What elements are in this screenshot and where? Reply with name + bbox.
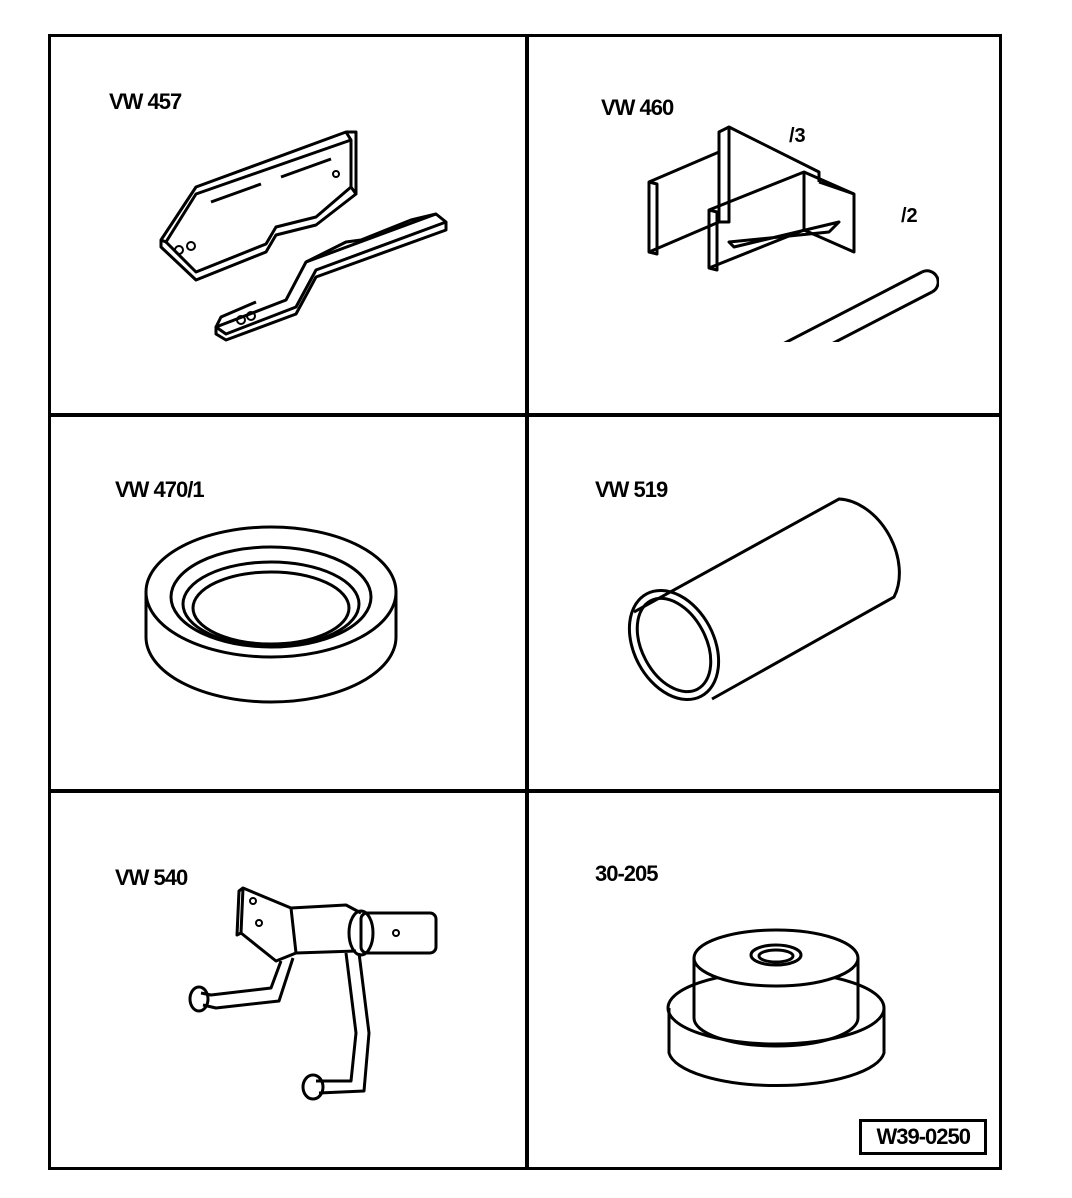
fixture-shaft-end bbox=[349, 911, 373, 955]
tool-label: VW 540 bbox=[115, 865, 188, 890]
tool-label: VW 460 bbox=[601, 95, 674, 120]
tool-label: VW 519 bbox=[595, 477, 668, 502]
rod-top bbox=[777, 272, 922, 342]
hole-icon bbox=[237, 316, 245, 324]
hole-icon bbox=[256, 920, 262, 926]
fixture-shaft bbox=[361, 913, 436, 953]
hole-icon bbox=[393, 930, 399, 936]
puller-frame-drawing bbox=[639, 122, 939, 342]
disc-base-side bbox=[669, 1008, 884, 1086]
tool-sheet: VW 457 VW 460 /3 bbox=[48, 34, 1002, 1170]
disc-bore-outer bbox=[751, 945, 801, 965]
row-divider-2 bbox=[51, 789, 999, 793]
support-fixture-drawing bbox=[181, 883, 451, 1113]
tool-label: VW 470/1 bbox=[115, 477, 205, 502]
tool-label: VW 457 bbox=[109, 89, 182, 114]
disc-bore-inner bbox=[759, 950, 793, 962]
fixture-mount-plate bbox=[241, 888, 296, 961]
tool-cell-vw540: VW 540 bbox=[51, 793, 525, 1167]
tool-cell-vw460: VW 460 /3 /2 bbox=[529, 37, 1005, 413]
disc-boss-top bbox=[694, 930, 858, 986]
ring-bore bbox=[193, 572, 349, 644]
hole-icon bbox=[250, 898, 256, 904]
tool-cell-vw457: VW 457 bbox=[51, 37, 525, 413]
tool-cell-vw470-1: VW 470/1 bbox=[51, 417, 525, 789]
ring-inner bbox=[183, 562, 359, 646]
bracket-plate-drawing bbox=[151, 122, 461, 352]
sub-label: /3 bbox=[789, 125, 806, 147]
tool-cell-30-205: 30-205 W39-0250 bbox=[529, 793, 1005, 1167]
hole-icon bbox=[175, 246, 183, 254]
ring-drawing bbox=[141, 522, 411, 722]
figure-code: W39-0250 bbox=[876, 1124, 971, 1149]
sleeve-drawing bbox=[624, 487, 914, 717]
stepped-disc-drawing bbox=[664, 913, 894, 1093]
hole-icon bbox=[187, 242, 195, 250]
fixture-arm-right bbox=[316, 953, 356, 1081]
ring-outer-side bbox=[146, 592, 396, 702]
row-divider-1 bbox=[51, 413, 999, 417]
column-divider bbox=[525, 37, 529, 1167]
hole-icon bbox=[333, 171, 339, 177]
arm-foot-left bbox=[190, 987, 208, 1011]
plate-front-edge bbox=[216, 214, 446, 334]
rod-bottom bbox=[787, 292, 932, 342]
figure-code-box: W39-0250 bbox=[859, 1119, 987, 1155]
hole-icon bbox=[247, 312, 255, 320]
sleeve-end-inner bbox=[624, 586, 726, 704]
sleeve-end-outer bbox=[624, 575, 737, 715]
fixture-arm-left bbox=[201, 961, 281, 995]
disc-boss-side bbox=[694, 958, 858, 1046]
sleeve-body bbox=[634, 499, 899, 699]
sub-label: /2 bbox=[901, 205, 918, 227]
arm-foot-right bbox=[303, 1075, 323, 1099]
tool-cell-vw519: VW 519 bbox=[529, 417, 1005, 789]
tool-label: 30-205 bbox=[595, 861, 659, 886]
